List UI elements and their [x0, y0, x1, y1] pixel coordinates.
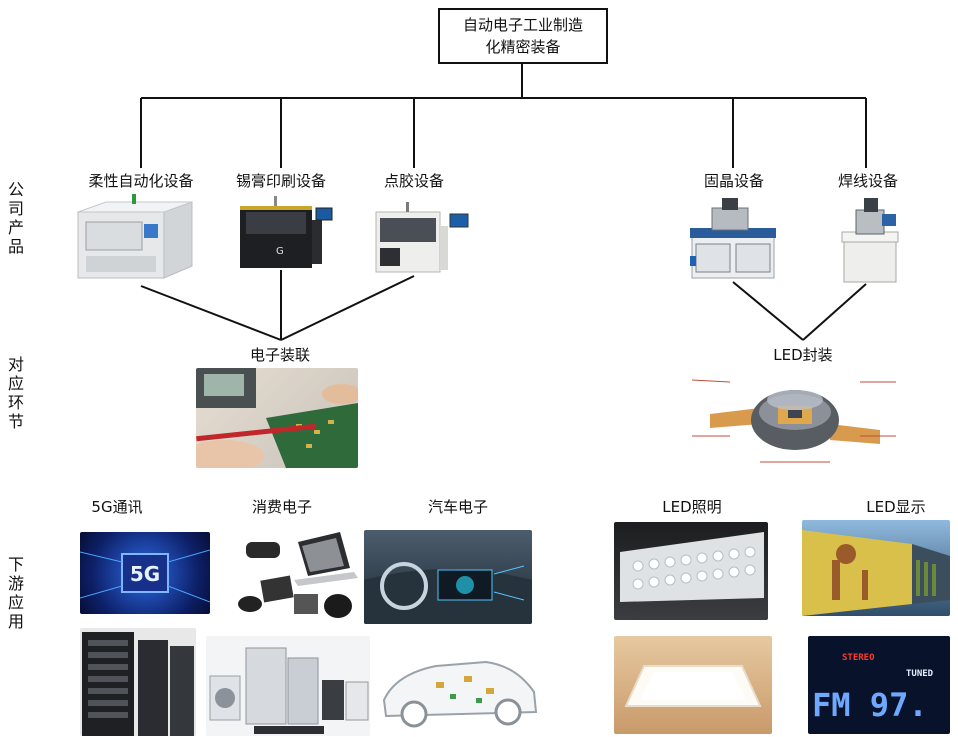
side-char: 产 — [7, 218, 24, 237]
fm-frequency-text: FM 97. — [812, 686, 928, 724]
side-char: 应 — [7, 374, 24, 393]
side-char: 品 — [7, 237, 24, 256]
product-label-dispensing: 点胶设备 — [383, 172, 444, 190]
ceiling-lamp-photo — [614, 636, 772, 734]
side-char: 司 — [7, 199, 24, 218]
led-billboard-photo — [802, 520, 950, 616]
side-char: 下 — [7, 555, 24, 574]
wire-bonder-image — [841, 198, 899, 283]
fm-display-photo: STEREO TUNED FM 97. — [808, 636, 950, 734]
root-title-line2: 化精密装备 — [485, 38, 561, 56]
merge-line-3 — [280, 275, 415, 341]
svg-text:G: G — [276, 246, 284, 257]
app-label-5g: 5G通讯 — [91, 498, 143, 516]
dispensing-machine-image — [375, 202, 469, 273]
car-wireframe-photo — [376, 640, 542, 732]
root-node: 自动电子工业制造 化精密装备 — [438, 8, 608, 64]
5g-chip-photo: 5G — [80, 532, 210, 614]
app-label-automotive-electronics: 汽车电子 — [427, 498, 488, 516]
side-char: 用 — [7, 612, 24, 631]
side-char: 游 — [7, 574, 24, 593]
side-char: 公 — [7, 180, 24, 199]
product-label-solder-paste-printing: 锡膏印刷设备 — [235, 172, 326, 190]
tuned-indicator-text: TUNED — [906, 669, 934, 679]
side-label-stage: 对 应 环 节 — [6, 355, 26, 431]
led-package-diagram — [691, 379, 896, 463]
server-rack-photo — [80, 628, 196, 736]
stage-label-electronic-assembly: 电子装联 — [249, 346, 310, 364]
merge-line-4 — [732, 281, 804, 341]
car-dashboard-photo — [364, 530, 532, 624]
merge-line-1 — [140, 285, 282, 341]
root-title-line1: 自动电子工业制造 — [462, 16, 583, 34]
app-label-led-display: LED显示 — [866, 498, 926, 516]
solder-paste-printer-image: G — [240, 196, 333, 268]
product-label-wire-bonding: 焊线设备 — [837, 172, 898, 190]
app-label-consumer-electronics: 消费电子 — [251, 498, 312, 516]
product-label-die-bonding: 固晶设备 — [703, 172, 764, 190]
side-char: 对 — [7, 355, 24, 374]
side-label-downstream: 下 游 应 用 — [6, 555, 26, 631]
side-char: 应 — [7, 593, 24, 612]
side-char: 环 — [7, 393, 24, 412]
merge-line-5 — [802, 283, 867, 341]
app-label-led-lighting: LED照明 — [662, 498, 722, 516]
product-label-flexible-automation: 柔性自动化设备 — [88, 172, 194, 190]
stage-label-led-packaging: LED封装 — [773, 346, 833, 364]
led-light-bar-photo — [614, 522, 768, 620]
5g-image-text: 5G — [130, 562, 160, 586]
die-bonder-image — [690, 198, 776, 279]
electronic-assembly-photo — [196, 368, 358, 468]
side-char: 节 — [7, 412, 24, 431]
consumer-electronics-photo — [232, 528, 362, 620]
flexible-automation-machine-image — [77, 194, 193, 279]
side-label-products: 公 司 产 品 — [6, 180, 26, 256]
home-appliances-photo — [206, 636, 370, 736]
stereo-indicator-text: STEREO — [842, 653, 875, 663]
